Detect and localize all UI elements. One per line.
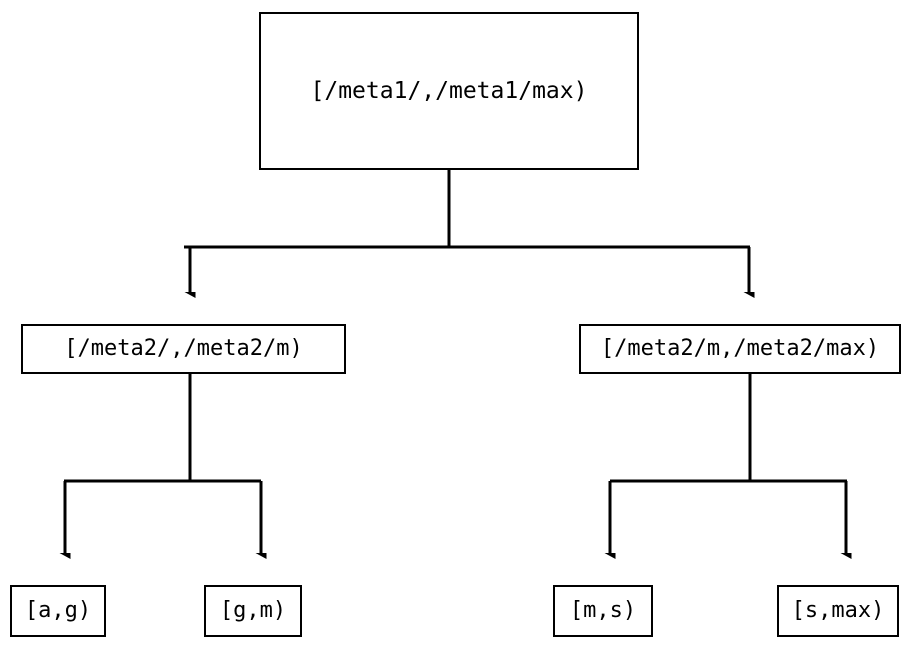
node-leaf-3-label: [m,s)	[569, 598, 637, 623]
node-leaf-1[interactable]: [a,g)	[10, 585, 106, 637]
node-leaf-2-label: [g,m)	[219, 598, 287, 623]
node-leaf-1-label: [a,g)	[24, 598, 92, 623]
node-mid-right-label: [/meta2/m,/meta2/max)	[600, 336, 880, 361]
node-mid-left-label: [/meta2/,/meta2/m)	[64, 336, 303, 361]
edge-midleft-to-leaves	[64, 374, 261, 553]
node-root-label: [/meta1/,/meta1/max)	[310, 77, 588, 104]
node-leaf-4[interactable]: [s,max)	[777, 585, 899, 637]
node-leaf-2[interactable]: [g,m)	[204, 585, 302, 637]
edge-root-to-mid	[184, 170, 750, 292]
node-leaf-4-label: [s,max)	[791, 598, 885, 623]
edge-midright-to-leaves	[610, 374, 847, 553]
node-mid-left[interactable]: [/meta2/,/meta2/m)	[21, 324, 346, 374]
node-mid-right[interactable]: [/meta2/m,/meta2/max)	[579, 324, 901, 374]
node-leaf-3[interactable]: [m,s)	[553, 585, 653, 637]
node-root[interactable]: [/meta1/,/meta1/max)	[259, 12, 639, 170]
